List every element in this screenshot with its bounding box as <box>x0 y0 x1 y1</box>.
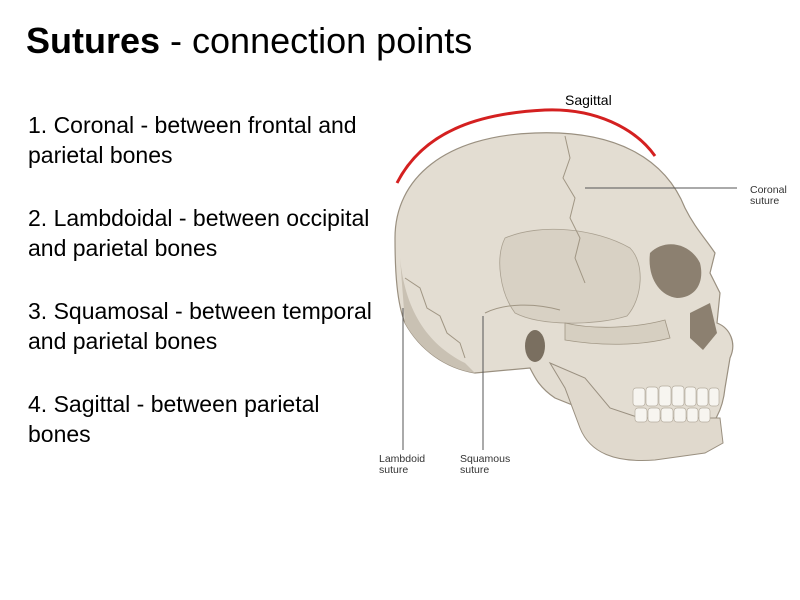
label-sagittal: Sagittal <box>565 92 612 108</box>
squamous-suture-line <box>484 304 561 314</box>
suture-item-lambdoidal: 2. Lambdoidal - between occipital and pa… <box>28 205 370 261</box>
suture-item-squamosal: 3. Squamosal - between temporal and pari… <box>28 298 372 354</box>
coronal-suture-line <box>562 135 586 284</box>
suture-item-sagittal: 4. Sagittal - between parietal bones <box>28 391 320 447</box>
skull-diagram: Sagittal Coronal suture Lambdoid suture … <box>365 88 800 508</box>
ear-canal <box>525 330 545 362</box>
label-squamous-suture: Squamous suture <box>460 453 511 476</box>
zygomatic-arch <box>564 319 671 345</box>
label-coronal-suture: Coronal suture <box>750 184 787 207</box>
suture-item-coronal: 1. Coronal - between frontal and parieta… <box>28 112 357 168</box>
orbit <box>649 244 702 298</box>
suture-list: 1. Coronal - between frontal and parieta… <box>28 110 373 482</box>
upper-teeth <box>632 385 720 407</box>
lambdoid-suture-line <box>404 277 466 359</box>
title-rest: - connection points <box>160 20 473 61</box>
sagittal-marker-arc <box>395 108 657 184</box>
lower-teeth <box>634 407 711 423</box>
slide-title: Sutures - connection points <box>26 20 472 62</box>
nasal-cavity <box>690 303 717 350</box>
skull-illustration <box>394 108 737 462</box>
label-lambdoid-suture: Lambdoid suture <box>379 453 426 476</box>
temporal-region <box>499 228 641 324</box>
title-bold: Sutures <box>26 20 161 61</box>
